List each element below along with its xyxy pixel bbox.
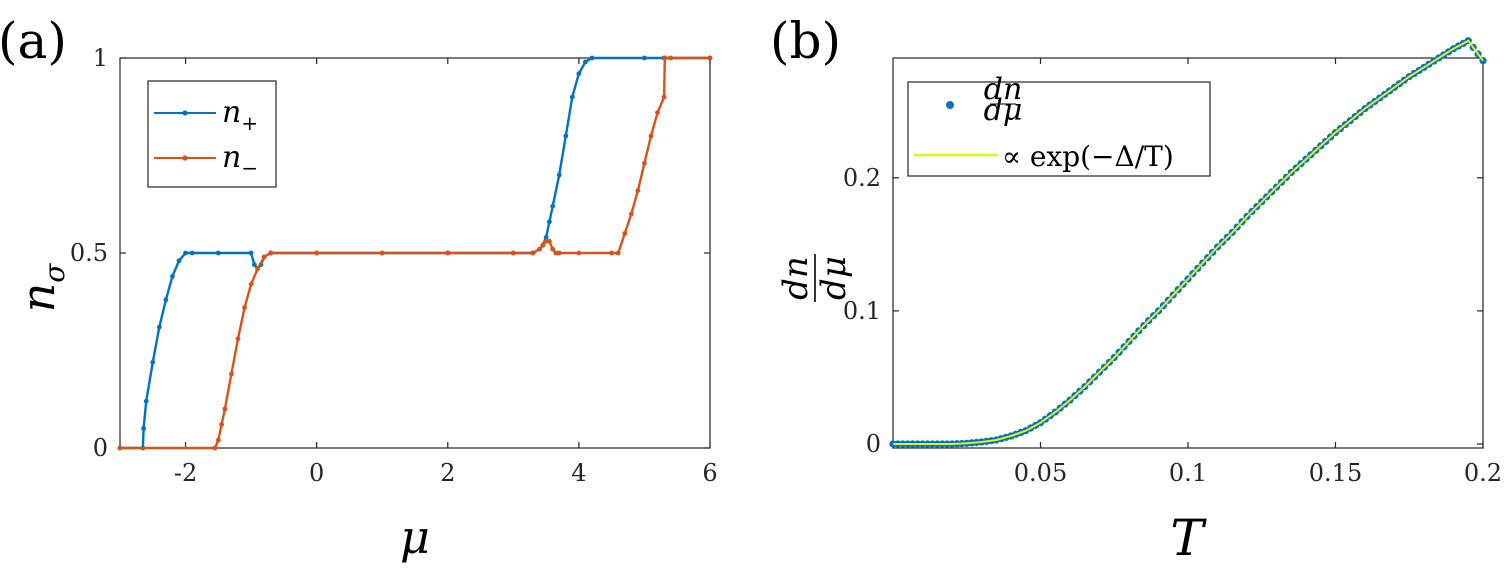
panel-a: (a) -2 0 2 4 6 0 0.5 1 nσ μ n+ n− [0,12,718,564]
series-n-plus-point [583,59,588,65]
panel-a-ytick-label: 1 [93,44,108,72]
series-n-minus-point [648,133,654,139]
series-n-minus-point [635,188,641,194]
series-n-minus-point [556,250,562,256]
series-n-minus-point [510,250,516,256]
panel-b-ylabel: dn dμ [776,254,854,302]
panel-b-ytick-label: 0.2 [843,164,881,192]
panel-a-legend: n+ n− [147,80,277,188]
panel-b-ytick-label: 0 [866,430,881,458]
series-n-minus-point [550,246,556,252]
series-n-plus-point [543,235,549,240]
series-n-minus-point [628,211,634,217]
series-n-plus-point [183,250,188,256]
series-n-plus-point [248,250,254,256]
panel-a-ytick-label: 0 [93,434,108,462]
series-n-plus-point [563,133,569,139]
series-n-plus-point [556,172,562,178]
series-n-plus-point [215,250,221,256]
panel-a-label: (a) [0,12,67,70]
legend-n-plus-label: n+ [222,95,258,135]
panel-b-xlabel: T [1170,509,1207,567]
panel-a-xtick-label: 0 [309,459,324,487]
legend-n-plus-marker [182,110,188,116]
series-n-plus-point [642,55,647,61]
legend-exp-label: ∝ exp(−Δ/T) [1002,140,1174,173]
series-n-plus-point [163,297,169,303]
series-n-minus-point [540,242,546,248]
series-n-minus-point [622,231,628,236]
series-n-minus-point [576,250,582,256]
legend-dndmu-num: dn [984,72,1023,107]
panel-a-xtick-label: 6 [702,459,717,487]
series-n-minus-point [117,445,123,451]
series-n-minus-point [661,94,667,100]
panel-b-legend: dn dμ ∝ exp(−Δ/T) [907,72,1211,177]
series-n-plus-point [589,55,595,61]
series-n-plus-point [189,250,195,256]
series-n-minus-point [261,254,267,260]
panel-a-xtick-label: -2 [174,459,197,487]
panel-b: (b) 0.05 0.1 0.15 0.2 0 0.1 0.2 dn dμ T dn dμ … [770,12,1502,567]
panel-a-xlabel: μ [400,510,430,564]
series-n-minus-point [229,371,234,377]
legend-n-minus-label: n− [222,140,258,180]
series-n-plus-point [569,94,575,100]
series-n-minus-point [212,445,218,451]
series-n-minus-point [668,55,674,61]
panel-b-ticks: 0.05 0.1 0.15 0.2 0 0.1 0.2 [843,58,1502,487]
series-n-plus-point [150,359,156,365]
series-n-plus-point [141,426,147,431]
series-n-minus-point [235,336,241,342]
panel-a-xtick-label: 4 [571,459,586,487]
series-n-minus-point [537,246,542,252]
series-n-minus-point [268,250,274,256]
series-n-minus-point [219,422,225,427]
series-n-minus-point [615,250,621,256]
series-n-minus-point [530,250,536,256]
series-n-minus-point [248,281,254,287]
series-n-plus-point [576,71,582,76]
series-n-plus-point [170,274,175,279]
panel-a-series [117,55,713,451]
panel-b-ytick-label: 0.1 [843,297,881,325]
series-n-minus-point [609,250,615,256]
panel-b-series [889,37,1487,448]
series-n-minus-point [215,437,221,443]
panel-a-legend-box [147,80,277,188]
legend-n-minus-marker [182,155,188,161]
series-n-minus-point [662,55,668,61]
panel-b-ylabel-num: dn [776,256,816,300]
series-n-minus-point [255,266,261,271]
series-n-minus-point [546,238,552,244]
panel-b-xtick-label: 0.1 [1169,459,1207,487]
series-n-minus-point [314,250,320,256]
panel-b-xtick-label: 0.05 [1014,459,1067,487]
series-exp-fit-line [893,39,1484,445]
legend-dndmu-marker [946,101,954,109]
series-n-minus-point [242,305,247,310]
series-n-minus-point [655,110,660,115]
series-n-plus-point [176,258,182,264]
panel-b-xtick-label: 0.15 [1309,459,1362,487]
series-n-minus-point [222,406,228,412]
panel-a-ylabel: nσ [11,263,71,313]
series-n-plus-point [550,203,556,209]
panel-a-ytick-label: 0.5 [70,239,108,267]
panel-a-xtick-label: 2 [440,459,455,487]
series-n-minus-point [642,160,647,166]
panel-b-legend-box [907,81,1211,177]
series-n-plus-point [251,262,257,268]
series-n-plus-point [143,398,149,404]
series-n-minus-point [379,250,385,256]
series-n-plus-point [546,219,552,225]
series-n-minus-point [445,250,451,256]
series-n-plus-point [156,324,162,330]
panel-b-label: (b) [770,12,841,70]
series-n-minus-point [707,55,713,61]
panel-b-ylabel-den: dμ [814,256,854,300]
legend-dndmu-den: dμ [984,93,1023,128]
panel-b-xtick-label: 0.2 [1464,459,1502,487]
